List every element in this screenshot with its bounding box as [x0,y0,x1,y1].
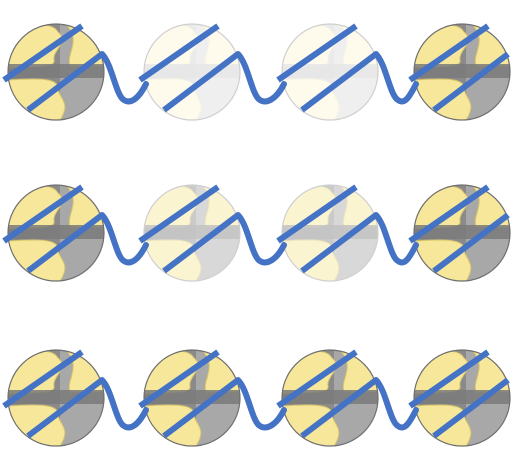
disc [143,184,241,282]
disc-base [144,24,240,120]
disc-outline [281,349,379,447]
diagonal-line-lower [162,51,240,113]
disc [143,23,241,121]
wave-connector [235,377,287,431]
disc-fill-group [414,24,510,120]
wave-connector [373,51,419,105]
disc-base [282,185,378,281]
disc-outline [413,184,511,282]
diagonal-line-lower [26,377,104,439]
diagonal-line-lower [300,212,378,274]
disc-outline [281,23,379,121]
diagonal-line-upper [138,184,220,244]
disc-outline [7,349,105,447]
wave-connector [99,212,149,266]
disc [413,23,511,121]
wave-connector [235,212,287,266]
diagonal-line-lower [432,212,510,274]
diagonal-line-lower [300,377,378,439]
diagonal-line-upper [276,23,358,83]
disc-outline [143,184,241,282]
disc [7,23,105,121]
diagonal-line-upper [2,23,84,83]
disc [413,349,511,447]
diagonal-line-lower [26,51,104,113]
disc-outline [143,23,241,121]
wave-connector [373,377,419,431]
disc-fill-group [144,185,240,281]
disc-outline [413,23,511,121]
wave-connector [99,51,149,105]
wave-connector [373,212,419,266]
diagonal-line-lower [162,377,240,439]
diagonal-line-lower [162,212,240,274]
disc-base [282,24,378,120]
diagonal-line-upper [408,184,490,244]
diagonal-line-upper [276,184,358,244]
disc-outline [413,349,511,447]
disc [143,349,241,447]
disc-outline [143,349,241,447]
disc [7,349,105,447]
wave-connector [235,51,287,105]
diagonal-line-upper [2,184,84,244]
disc [281,184,379,282]
disc-base [144,185,240,281]
diagonal-line-lower [300,51,378,113]
diagonal-line-upper [2,349,84,409]
wave-connector [99,377,149,431]
disc [281,349,379,447]
disc-outline [7,184,105,282]
diagonal-line-lower [26,212,104,274]
diagonal-line-lower [432,377,510,439]
diagonal-line-upper [276,349,358,409]
diagonal-line-upper [138,23,220,83]
disc [281,23,379,121]
disc [7,184,105,282]
diagonal-line-upper [408,349,490,409]
disc [413,184,511,282]
diagonal-line-upper [408,23,490,83]
disc-outline [281,184,379,282]
diagonal-line-upper [138,349,220,409]
diagonal-line-lower [432,51,510,113]
disc-outline [7,23,105,121]
